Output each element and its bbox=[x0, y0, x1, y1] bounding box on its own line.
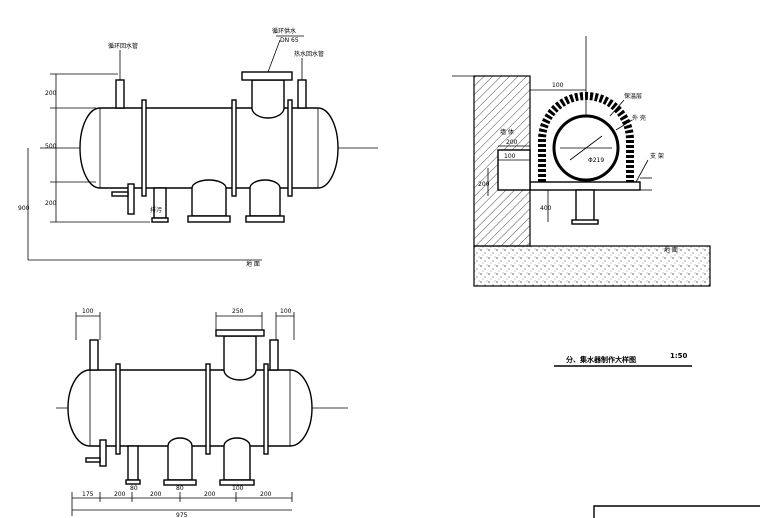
plan-vessel-body bbox=[67, 369, 313, 447]
flange-left bbox=[141, 99, 147, 197]
label-detail-100a: 100 bbox=[552, 82, 564, 89]
leader-shell bbox=[615, 119, 633, 131]
plan-top-pipe-large-flange bbox=[215, 329, 265, 337]
bottom-pipe-1 bbox=[191, 179, 227, 217]
bottom-pipe-2 bbox=[249, 179, 281, 217]
drawing-scale: 1:50 bbox=[670, 352, 688, 360]
plan-bot-dim-2: 200 bbox=[150, 491, 162, 498]
dim-h2: 500 bbox=[45, 143, 57, 150]
plan-drain-pipe bbox=[99, 439, 107, 467]
label-top-pipe-left: 循环回水管 bbox=[108, 42, 138, 50]
detail-floor-slab bbox=[473, 245, 711, 287]
plan-bottom-pipe-small-flange bbox=[125, 479, 141, 485]
label-detail-100b: 100 bbox=[504, 153, 516, 160]
label-top-pipe-right: 热水回水管 bbox=[294, 50, 324, 58]
leader-support bbox=[635, 159, 649, 183]
detail-dia-leader bbox=[569, 135, 603, 161]
label-detail-shell: 外 壳 bbox=[632, 114, 646, 122]
detail-support-post bbox=[575, 189, 595, 223]
flange-mid bbox=[231, 99, 237, 197]
label-top-pipe-mid-sub: DN 65 bbox=[280, 37, 299, 44]
top-pipe-right bbox=[297, 79, 307, 109]
plan-bot-dim-0: 175 bbox=[82, 491, 94, 498]
plan-bottom-pipe-small bbox=[127, 445, 139, 481]
label-detail-200v: 200 bbox=[478, 181, 490, 188]
drawing-title: 分、集水器制作大样图 bbox=[566, 355, 636, 364]
plan-flange-mid bbox=[205, 363, 211, 455]
plan-top-100b: 100 bbox=[280, 308, 292, 315]
plan-bottom-pipe-2 bbox=[223, 437, 251, 481]
label-detail-ground: 地 面 bbox=[664, 246, 678, 254]
detail-support-base bbox=[571, 219, 599, 225]
detail-support-beam bbox=[529, 181, 641, 191]
leader-insul bbox=[609, 99, 625, 117]
label-drain: 排污 bbox=[150, 206, 162, 214]
plan-top-250: 250 bbox=[232, 308, 244, 315]
detail-wall-bracket bbox=[497, 149, 531, 191]
bottom-pipe-1-flange bbox=[187, 215, 231, 223]
plan-pipe-label-80a: 80 bbox=[130, 485, 138, 492]
top-pipe-large bbox=[251, 79, 285, 119]
plan-pipe-label-100: 100 bbox=[232, 485, 244, 492]
plan-bot-total: 975 bbox=[176, 512, 188, 518]
plan-view: 80 80 100 100 250 100 175 200 200 200 20… bbox=[56, 308, 348, 518]
label-detail-wall: 墙 体 bbox=[500, 128, 514, 136]
drain-pipe bbox=[127, 183, 135, 215]
dim-total: 900 bbox=[18, 205, 30, 212]
title-block-frame bbox=[593, 505, 760, 518]
plan-bot-dim-3: 200 bbox=[204, 491, 216, 498]
leader-mid bbox=[267, 39, 281, 73]
plan-drain-branch bbox=[85, 457, 101, 463]
top-pipe-large-flange bbox=[241, 71, 293, 81]
flange-right bbox=[287, 99, 293, 197]
bottom-pipe-2-flange bbox=[245, 215, 285, 223]
label-detail-200: 200 bbox=[506, 139, 518, 146]
label-detail-support: 支 架 bbox=[650, 152, 664, 160]
label-detail-dia: Φ219 bbox=[588, 157, 604, 164]
plan-top-100a: 100 bbox=[82, 308, 94, 315]
elevation-view: 循环回水管 循环供水 DN 65 热水回水管 排污 地 面 200 500 20… bbox=[18, 27, 378, 268]
vessel-body bbox=[79, 107, 339, 189]
plan-flange-right bbox=[263, 363, 269, 455]
plan-top-pipe-large bbox=[223, 335, 257, 381]
plan-pipe-label-80b: 80 bbox=[176, 485, 184, 492]
plan-top-pipe-right bbox=[269, 339, 279, 371]
label-floor: 地 面 bbox=[246, 260, 260, 268]
plan-bottom-pipe-1-flange bbox=[163, 479, 197, 486]
label-detail-400: 400 bbox=[540, 205, 552, 212]
plan-bottom-pipe-2-flange bbox=[219, 479, 255, 486]
plan-bot-dim-4: 200 bbox=[260, 491, 272, 498]
plan-top-pipe-left bbox=[89, 339, 99, 371]
dim-h3: 200 bbox=[45, 200, 57, 207]
bottom-pipe-small-flange bbox=[151, 217, 169, 223]
top-pipe-left bbox=[115, 79, 125, 109]
dim-h1: 200 bbox=[45, 90, 57, 97]
plan-bot-dim-1: 200 bbox=[114, 491, 126, 498]
label-detail-insul: 保温层 bbox=[624, 92, 642, 100]
label-top-pipe-mid: 循环供水 bbox=[272, 27, 296, 35]
detail-view: 墙 体 地 面 Φ219 保温层 外 壳 支 架 100 200 100 200… bbox=[452, 36, 711, 367]
plan-flange-left bbox=[115, 363, 121, 455]
plan-bottom-pipe-1 bbox=[167, 437, 193, 481]
drain-branch bbox=[111, 191, 129, 197]
